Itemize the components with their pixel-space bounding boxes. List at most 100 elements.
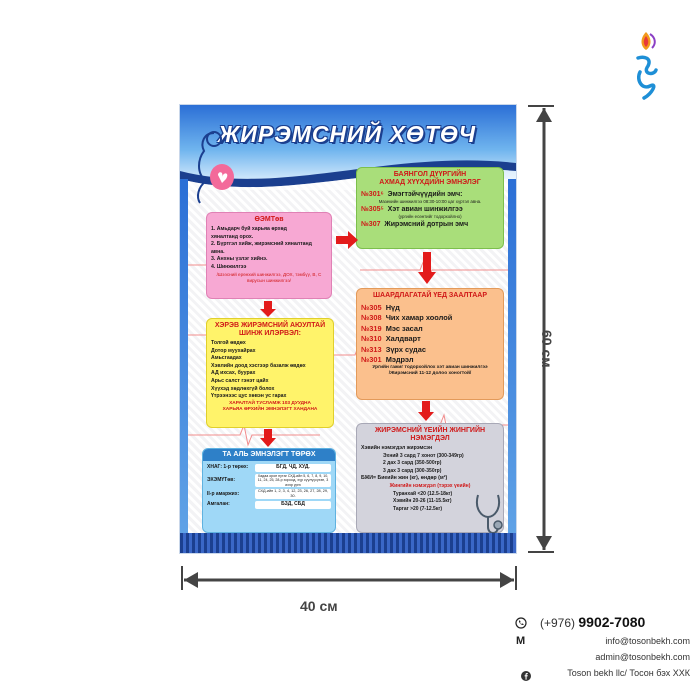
birth-row: Амгалан: БЗД, СБД bbox=[207, 501, 331, 509]
weight-sub-title: Жингийн нэмэгдэл (тэрэх үеийн) bbox=[389, 482, 471, 489]
left-band bbox=[180, 179, 188, 533]
birth-label: II-р амаржих: bbox=[207, 490, 240, 497]
referral-row: №313 Зүрх судас bbox=[361, 345, 499, 355]
birth-label: ХНАГ: 1-р төрөх: bbox=[207, 464, 249, 470]
weight-line: 3 дах 3 сард (300-350гр) bbox=[383, 467, 442, 474]
box-oemt-item: 2. Бүртгэл хийж, жирэмсний хяналтанд bbox=[211, 241, 312, 248]
danger-item: АД ихсах, буурах bbox=[211, 370, 256, 377]
weight-line: Эхний 3 сард 7 хонот (300-349гр) bbox=[383, 452, 464, 459]
room-label: Жирэмсний дотрын эмч bbox=[384, 221, 469, 228]
danger-footer-2: ХАРЬЯА ӨРХИЙН ЭМНЭЛЭГТ ХАНДАНА bbox=[222, 406, 318, 412]
birth-label: ЭХЭМҮТөв: bbox=[207, 476, 235, 483]
room-number: №305⁵ bbox=[361, 206, 384, 213]
danger-item: Дотор муухайрах bbox=[211, 347, 256, 354]
referral-row: №301 Мэдрэл bbox=[361, 355, 499, 365]
danger-item: Хэвлийн доод хэсгээр базалж өвдөх bbox=[211, 362, 306, 369]
footer-band bbox=[180, 533, 516, 553]
stethoscope-icon bbox=[476, 494, 503, 534]
room-number: №307 bbox=[361, 221, 381, 228]
birth-value: Хадаа орон нутаг СХД-ийн 5, 6, 7, 8, 9, … bbox=[255, 473, 331, 488]
room-label: Халдварт bbox=[385, 334, 421, 344]
birth-row: ХНАГ: 1-р төрөх: БГД, ЧД, ХУД. bbox=[207, 464, 331, 472]
danger-item: Амьсгаадах bbox=[211, 355, 242, 362]
box-birth-title: ТА АЛЬ ЭМНЭЛЭГТ ТӨРӨХ bbox=[203, 449, 335, 461]
box-oemt-item: хяналтанд орох. bbox=[211, 233, 254, 240]
room-label: Мэс засал bbox=[385, 323, 423, 333]
width-dimension bbox=[181, 566, 517, 590]
height-dimension bbox=[528, 105, 554, 553]
email-info: info@tosonbekh.com bbox=[605, 636, 690, 646]
box-referral-title: ШААРДЛАГАТАЙ ҮЕД ЗААЛТААР bbox=[372, 292, 488, 299]
room-number: №313 bbox=[361, 344, 382, 354]
birth-value: БЗД, СБД bbox=[255, 501, 331, 509]
facebook-name: Toson bekh llc/ Тосон бэх ХХК bbox=[567, 668, 690, 678]
arrow-down-icon bbox=[418, 252, 436, 284]
room-label: Нүд bbox=[385, 303, 400, 312]
box-oemt: ӨЭМТөв 1. Амьдарч буй харьяа өрхөд хянал… bbox=[206, 212, 332, 299]
birth-row: II-р амаржих: СХД-ийн 1, 2, 3, 4, 12, 23… bbox=[207, 489, 331, 500]
room-label: Эмэгтэйчүүдийн эмч: bbox=[387, 191, 463, 198]
room-label: Хэт авиан шинжилгээ bbox=[387, 206, 463, 213]
logo-icon bbox=[636, 32, 658, 100]
room-number: №308 bbox=[361, 313, 382, 323]
weight-range: Таргаг >20 (7-12.5кг) bbox=[393, 505, 443, 512]
room-number: №305 bbox=[361, 303, 382, 312]
width-label: 40 см bbox=[300, 598, 338, 614]
box-weight-title-2: НЭМЭГДЭЛ bbox=[410, 435, 450, 442]
arrow-down-icon bbox=[260, 429, 276, 447]
weight-line: 2 дах 3 сард (350-500гр) bbox=[383, 460, 442, 467]
poster: ЖИРЭМСНИЙ ХӨТӨЧ ӨЭМТөв 1. Амьдарч буй ха… bbox=[180, 105, 516, 553]
referral-note-1: Ургийн гажиг тодорхойлох хэт авиан шинжи… bbox=[372, 365, 488, 371]
birth-value: СХД-ийн 1, 2, 3, 4, 12, 23, 26, 27, 28, … bbox=[255, 489, 331, 500]
mail-icon: M bbox=[516, 635, 526, 647]
referral-row: №319 Мэс засал bbox=[361, 324, 499, 334]
facebook-icon bbox=[521, 668, 531, 686]
danger-item: Толгой өвдөх bbox=[211, 340, 246, 346]
box-oemt-item: 1. Амьдарч буй харьяа өрхөд bbox=[211, 226, 287, 232]
box-bayangol-sub: (ургийн есөнтийг тодорхойлно) bbox=[398, 214, 462, 219]
box-bayangol-row: №307 Жирэмсний дотрын эмч bbox=[361, 220, 499, 229]
box-oemt-title: ӨЭМТөв bbox=[254, 216, 284, 223]
room-label: Мэдрэл bbox=[385, 355, 414, 365]
box-danger-title-1: ХЭРЭВ ЖИРЭМСНИЙ АЮУЛТАЙ bbox=[214, 322, 326, 329]
danger-item: Үтрээнээс цус хөвэн ус гарах bbox=[211, 393, 287, 400]
right-band bbox=[508, 179, 516, 533]
box-oemt-item: авна. bbox=[211, 248, 225, 255]
danger-item: Арьс салст гэнэт цайх bbox=[211, 377, 269, 384]
danger-item: Хүүхэд хөдлөхгүй болох bbox=[211, 385, 275, 392]
room-number: №319 bbox=[361, 323, 382, 333]
phone-number: 9902-7080 bbox=[578, 614, 646, 630]
box-bayangol: БАЯНГОЛ ДҮҮРГИЙН АХМАД ХҮҮХДИЙН ЭМНЭЛЭГ … bbox=[356, 167, 504, 249]
box-danger-signs: ХЭРЭВ ЖИРЭМСНИЙ АЮУЛТАЙ ШИНЖ ИЛЭРВЭЛ: То… bbox=[206, 318, 334, 428]
box-bayangol-row: №301⁶ Эмэгтэйчүүдийн эмч: bbox=[361, 190, 499, 199]
weight-range: Хэвийн 20-26 (11-15.5кг) bbox=[393, 498, 452, 505]
danger-footer-1: ХАРАЛТАЙ ТУСЛАМЖ 103 ДУУДНА bbox=[229, 400, 311, 406]
email-admin: admin@tosonbekh.com bbox=[595, 652, 690, 662]
room-number: №301⁶ bbox=[361, 191, 384, 198]
referral-row: №308 Чих хамар хоолой bbox=[361, 313, 499, 323]
phone-line: (+976) 9902-7080 bbox=[540, 614, 700, 630]
box-weight-title-1: ЖИРЭМСНИЙ ҮЕИЙН ЖИНГИЙН bbox=[374, 427, 486, 434]
birth-label: Амгалан: bbox=[207, 501, 230, 508]
birth-value: БГД, ЧД, ХУД. bbox=[255, 464, 331, 472]
room-label: Чих хамар хоолой bbox=[385, 313, 453, 323]
height-label: 60 см bbox=[539, 330, 555, 368]
arrow-right-icon bbox=[336, 231, 358, 249]
box-referral: ШААРДЛАГАТАЙ ҮЕД ЗААЛТААР №305 Нүд №308 … bbox=[356, 288, 504, 400]
referral-row: №310 Халдварт bbox=[361, 334, 499, 344]
arrow-down-icon bbox=[418, 401, 434, 421]
box-oemt-item: 3. Анхны үзлэг хийнэ. bbox=[211, 256, 268, 263]
referral-note-2: /Жирэмсний 11-12 долоо хоногтой/ bbox=[388, 371, 472, 377]
box-birth-hospital: ТА АЛЬ ЭМНЭЛЭГТ ТӨРӨХ ХНАГ: 1-р төрөх: Б… bbox=[202, 448, 336, 533]
box-oemt-item: 4. Шинжилгээ bbox=[211, 263, 247, 270]
poster-title: ЖИРЭМСНИЙ ХӨТӨЧ bbox=[218, 121, 477, 147]
box-danger-title-2: ШИНЖ ИЛЭРВЭЛ: bbox=[239, 330, 301, 337]
box-bayangol-title-1: БАЯНГОЛ ДҮҮРГИЙН bbox=[393, 171, 467, 178]
box-oemt-note: /Шээсний ерөнхий шинжилгээ, ДОХ, тэмбүү,… bbox=[216, 271, 322, 283]
box-bayangol-row: №305⁵ Хэт авиан шинжилгээ bbox=[361, 205, 499, 214]
arrow-down-icon bbox=[260, 301, 276, 317]
weight-range: Туранхай <20 (12.5-18кг) bbox=[393, 490, 453, 497]
birth-row: ЭХЭМҮТөв: Хадаа орон нутаг СХД-ийн 5, 6,… bbox=[207, 473, 331, 488]
box-weight-gain: ЖИРЭМСНИЙ ҮЕИЙН ЖИНГИЙН НЭМЭГДЭЛ Хэвийн … bbox=[356, 423, 504, 533]
room-label: Зүрх судас bbox=[385, 344, 426, 354]
